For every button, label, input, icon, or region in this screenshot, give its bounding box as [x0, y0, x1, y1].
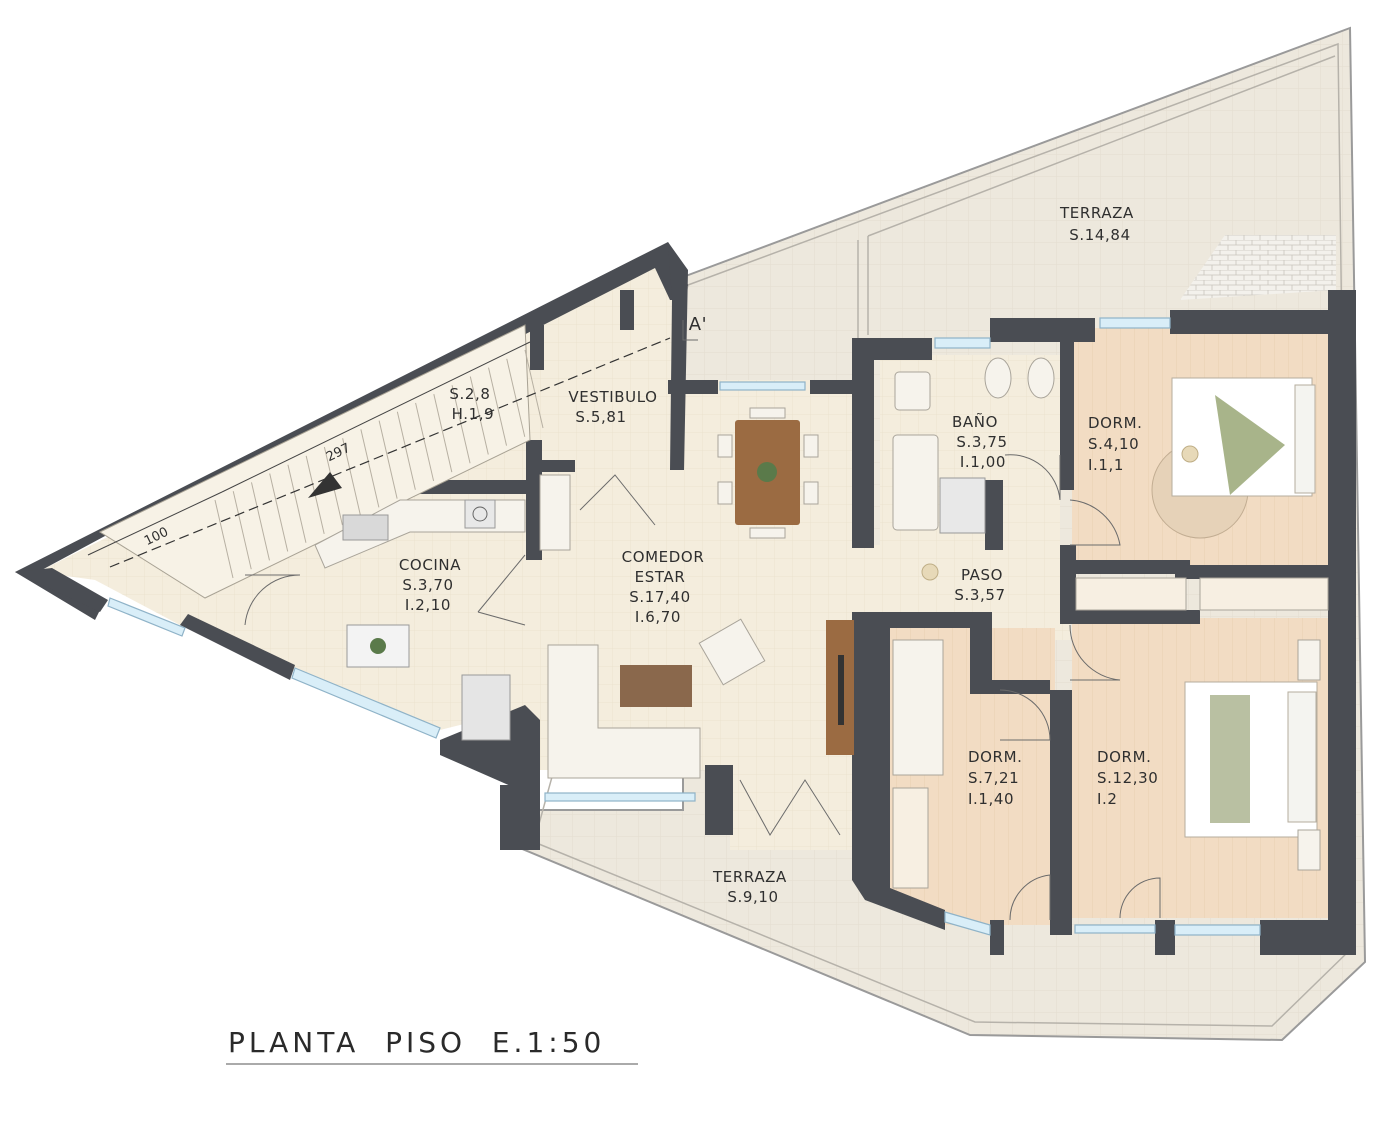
stair-area: S.2,8	[449, 385, 490, 403]
toilet	[984, 357, 1012, 399]
bidet	[1027, 357, 1055, 399]
stair-tread	[506, 358, 526, 437]
vestibule-name: VESTIBULO	[568, 388, 657, 406]
stair-height: H.1,9	[452, 405, 495, 423]
bedroom-1-name: DORM.	[1088, 414, 1143, 432]
stair-tread	[433, 394, 453, 473]
bedroom-3-name: DORM.	[1097, 748, 1152, 766]
vestibule-area: S.5,81	[575, 408, 626, 426]
stair	[98, 324, 531, 599]
living-light: I.6,70	[635, 608, 681, 626]
furniture	[314, 357, 1329, 889]
desk	[892, 787, 929, 889]
bedroom-2-area: S.7,21	[968, 769, 1019, 787]
stair-tread	[396, 411, 416, 490]
section-marker: A'	[689, 314, 707, 335]
stair-direction-arrow	[109, 337, 671, 568]
stair-tread	[488, 367, 508, 446]
plan-title: PLANTA PISO E.1:50	[228, 1026, 605, 1059]
kitchen-area: S.3,70	[402, 576, 453, 594]
kitchen-light: I.2,10	[405, 596, 451, 614]
hall-name: PASO	[961, 566, 1003, 584]
bathroom-light: I.1,00	[960, 453, 1006, 471]
doors	[244, 320, 1161, 921]
stair-tread	[524, 349, 544, 429]
stair-tread	[287, 464, 307, 543]
bathroom-area: S.3,75	[956, 433, 1007, 451]
sink	[894, 371, 931, 411]
dimension-lines	[87, 341, 531, 556]
bathroom-name: BAÑO	[952, 412, 998, 431]
armchair	[698, 618, 766, 686]
stair-tread	[342, 438, 362, 517]
stair-tread	[415, 402, 435, 482]
living-name: COMEDOR	[622, 548, 705, 566]
stair-tread	[378, 420, 398, 499]
sofa	[547, 644, 701, 779]
terrace-top-name: TERRAZA	[1059, 204, 1134, 222]
shower	[939, 477, 986, 534]
bedroom-1-light: I.1,1	[1088, 456, 1124, 474]
stair-tread	[360, 429, 380, 508]
stair-tread	[232, 491, 252, 570]
stair-tread	[451, 385, 471, 464]
stair-tread	[269, 473, 289, 552]
planter-bricks	[1180, 235, 1336, 300]
stair-tread	[250, 482, 270, 561]
bedroom-3-light: I.2	[1097, 790, 1118, 808]
windows	[107, 317, 1261, 936]
terrace-top-area: S.14,84	[1069, 226, 1130, 244]
fridge	[461, 674, 511, 741]
hall-area: S.3,57	[954, 586, 1005, 604]
terrace-bottom-area: S.9,10	[727, 888, 778, 906]
single-bed	[892, 639, 944, 776]
bedroom-3-area: S.12,30	[1097, 769, 1158, 787]
living-area: S.17,40	[629, 588, 690, 606]
terrace-bottom-name: TERRAZA	[712, 868, 787, 886]
bedroom-1-area: S.4,10	[1088, 435, 1139, 453]
bedroom-2-name: DORM.	[968, 748, 1023, 766]
kitchen-name: COCINA	[399, 556, 461, 574]
bedroom-2-light: I.1,40	[968, 790, 1014, 808]
room-labels: TERRAZA S.14,84 BAÑO S.3,75 I.1,00 DORM.…	[142, 204, 1158, 906]
living-name-2: ESTAR	[635, 568, 686, 586]
stair-tread	[214, 499, 234, 579]
plan-title-block: PLANTA PISO E.1:50	[226, 1026, 638, 1065]
bathtub	[892, 434, 939, 531]
coffee-table	[620, 665, 692, 707]
